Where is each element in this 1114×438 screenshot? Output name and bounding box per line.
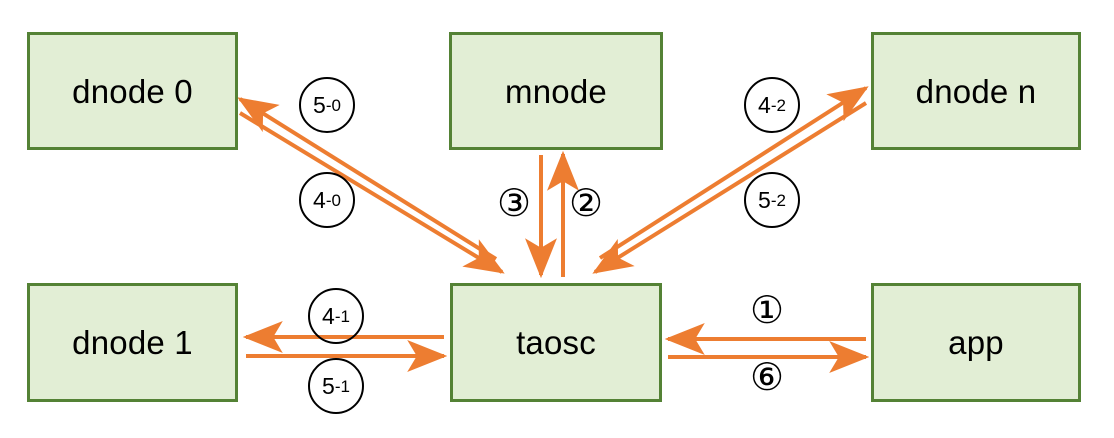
node-label: dnode 1 — [72, 324, 193, 361]
edge-badge-main: 5 — [313, 91, 326, 118]
edge-badge-main: 5 — [322, 372, 335, 399]
edge-badge-4-1: 4-1 — [308, 288, 364, 344]
edge-badge-sub: -0 — [325, 95, 341, 115]
edge-badge-6: ⑥ — [749, 355, 785, 399]
edge-badge-5-2: 5-2 — [744, 172, 800, 228]
edge-badge-3: ③ — [496, 181, 532, 225]
edge-badge-2: ② — [568, 181, 604, 225]
node-label: dnode n — [915, 72, 1037, 110]
edge-badge-4-0: 4-0 — [299, 172, 355, 228]
node-label: app — [948, 324, 1004, 361]
node-label: taosc — [516, 324, 596, 361]
edge-badge-sub: -2 — [770, 190, 786, 210]
node-dnode-0[interactable]: dnode 0 — [27, 32, 238, 150]
node-app[interactable]: app — [871, 283, 1081, 402]
edge-badge-main: 4 — [758, 91, 771, 118]
node-mnode[interactable]: mnode — [449, 32, 663, 150]
edge-badge-sub: -1 — [334, 376, 350, 396]
node-taosc[interactable]: taosc — [450, 283, 662, 402]
edge-badge-sub: -2 — [770, 95, 786, 115]
edge-badge-main: 4 — [322, 302, 335, 329]
node-label: mnode — [505, 72, 607, 110]
node-label: dnode 0 — [72, 72, 193, 110]
edge-badge-sub: -1 — [334, 306, 350, 326]
node-dnode-n[interactable]: dnode n — [871, 32, 1081, 150]
edge-badge-main: 5 — [758, 186, 771, 213]
edge-badge-5-1: 5-1 — [308, 358, 364, 414]
edge-badge-1: ① — [749, 288, 785, 332]
node-dnode-1[interactable]: dnode 1 — [27, 283, 238, 402]
edge-badge-sub: -0 — [325, 190, 341, 210]
edge-badge-4-2: 4-2 — [744, 77, 800, 133]
edge-badge-main: 4 — [313, 186, 326, 213]
edge-badge-5-0: 5-0 — [299, 77, 355, 133]
